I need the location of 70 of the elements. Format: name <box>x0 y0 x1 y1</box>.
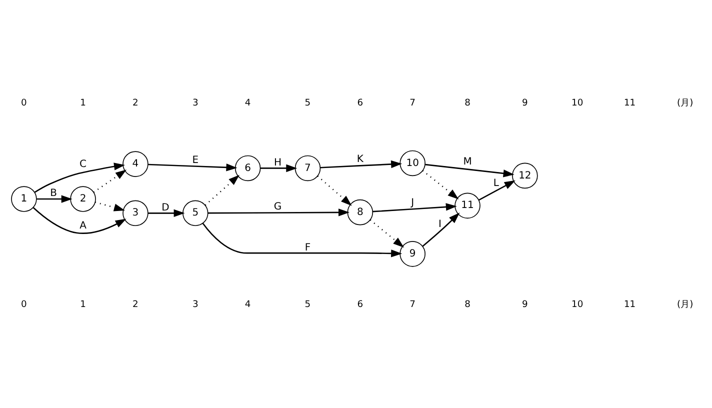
edge-label: M <box>463 156 472 168</box>
arrow <box>372 203 457 212</box>
edge-label: I <box>438 218 442 230</box>
edge-label: J <box>411 197 414 208</box>
arrow <box>370 219 404 248</box>
arrow <box>34 162 126 193</box>
edge-label: K <box>356 154 364 166</box>
arrow <box>422 170 459 200</box>
label: (月) <box>677 98 694 109</box>
edge-label: A <box>80 220 86 232</box>
label: 8 <box>464 300 470 310</box>
node-circle: 10 <box>400 150 426 176</box>
node-circle: 4 <box>122 151 148 177</box>
edge-label: F <box>304 242 311 254</box>
arrow <box>422 212 460 247</box>
label: 10 <box>572 300 584 310</box>
arrow <box>36 195 72 203</box>
label: 3 <box>192 300 198 310</box>
label: 4 <box>244 300 251 310</box>
edge-label: L <box>493 178 499 190</box>
label: 5 <box>304 300 311 310</box>
arrow <box>148 209 185 217</box>
label: 1 <box>80 98 86 109</box>
label: 4 <box>244 98 251 109</box>
node-circle: 11 <box>454 192 480 219</box>
arrow <box>148 164 238 172</box>
edge-label: D <box>162 202 170 214</box>
label: 7 <box>410 300 416 310</box>
edge-label: E <box>192 154 199 166</box>
label: 0 <box>21 98 27 109</box>
label: 11 <box>624 300 636 310</box>
label: 1 <box>80 300 86 310</box>
arrow <box>93 170 127 193</box>
arrow <box>260 164 298 172</box>
arrow <box>204 174 240 206</box>
label: 8 <box>464 98 470 109</box>
edge-label: H <box>274 157 282 168</box>
edge-label: G <box>274 201 282 212</box>
label: 2 <box>132 300 138 310</box>
label: 9 <box>522 98 528 109</box>
label: (月) <box>677 300 694 310</box>
node-circle: 6 <box>234 155 261 182</box>
arrow <box>317 176 352 206</box>
arrow <box>478 180 516 201</box>
label: 3 <box>192 98 198 109</box>
label: 11 <box>624 98 636 109</box>
edge-label: C <box>80 159 87 170</box>
arrow <box>94 202 125 212</box>
label: 10 <box>572 98 584 109</box>
node-circle: 3 <box>122 200 148 226</box>
label: 6 <box>357 300 364 310</box>
arrow <box>202 222 402 258</box>
label: 0 <box>21 300 27 310</box>
arrow <box>425 164 514 178</box>
label: 2 <box>132 98 138 109</box>
node-circle: 8 <box>347 199 374 226</box>
label: 6 <box>357 98 364 109</box>
node-circle: 2 <box>70 186 96 212</box>
label: 7 <box>410 98 416 109</box>
node-circle: 7 <box>294 155 321 182</box>
arrow <box>32 207 126 234</box>
edge-label: B <box>50 188 57 200</box>
node-circle: 9 <box>400 241 426 267</box>
node-circle: 1 <box>11 186 37 212</box>
label: 5 <box>304 98 311 109</box>
node-circle: 12 <box>512 162 538 189</box>
label: 9 <box>522 300 528 310</box>
arrow <box>208 208 350 216</box>
arrow <box>320 160 402 168</box>
node-circle: 5 <box>182 200 208 226</box>
